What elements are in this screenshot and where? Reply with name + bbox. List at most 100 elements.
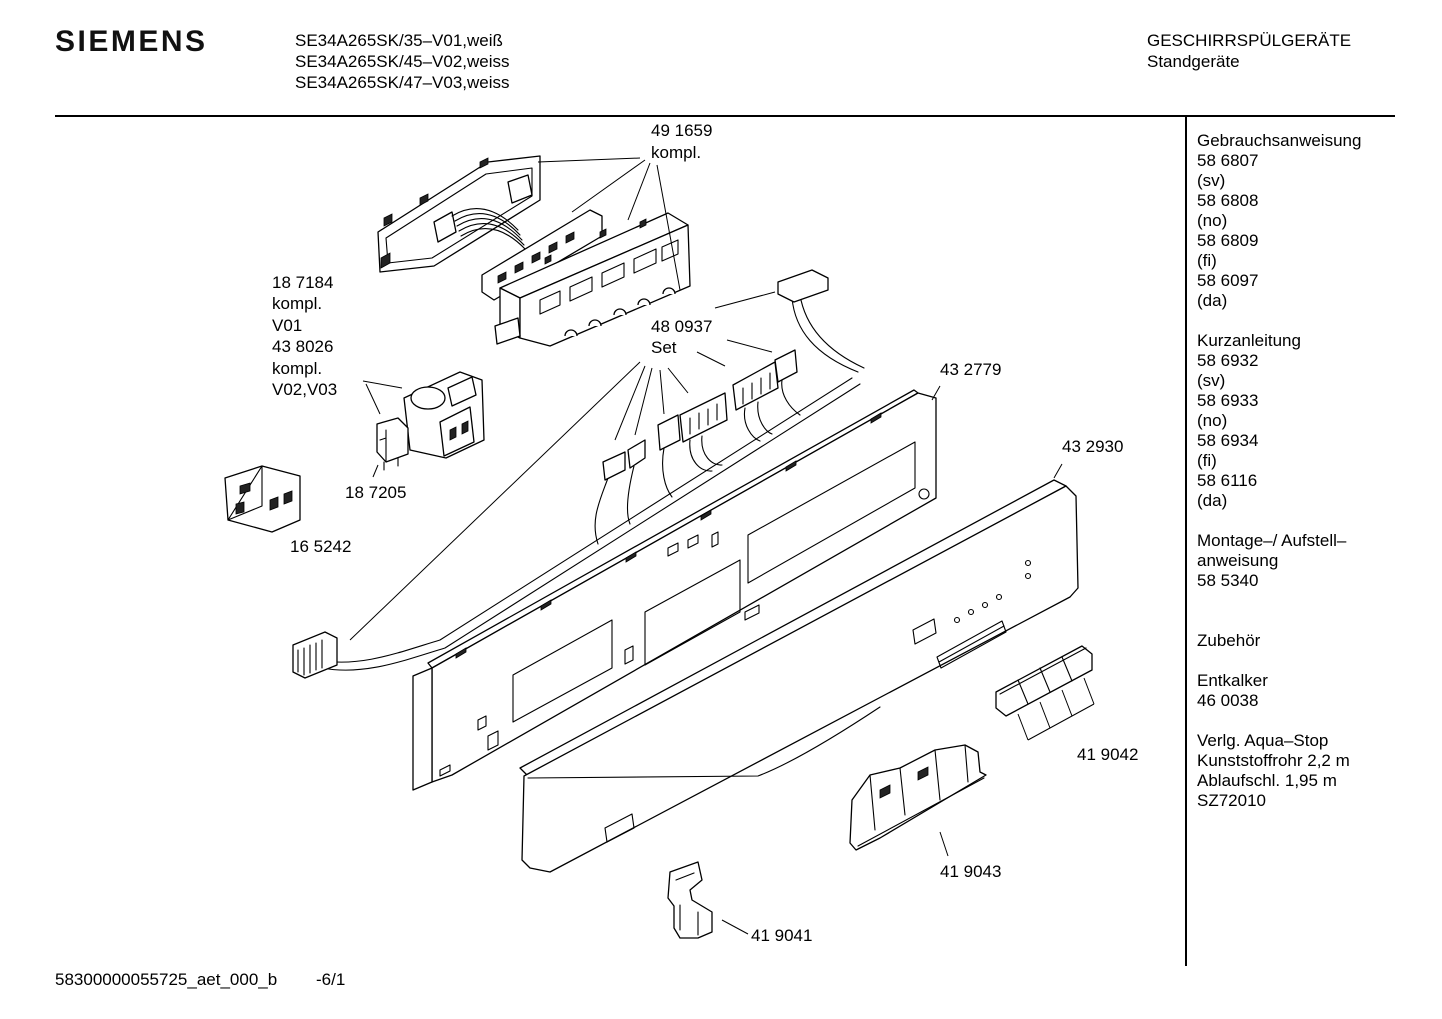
section-quick-guide: Kurzanleitung 58 6932 (sv) 58 6933 (no) … — [1197, 331, 1361, 511]
leader-43-2930 — [1053, 463, 1063, 479]
leader-48-0937 — [349, 291, 776, 641]
door-handle-part — [849, 744, 987, 851]
fascia-indicator-window — [912, 618, 937, 645]
relay-contact-housing — [439, 406, 475, 457]
part-number: 48 0937 — [651, 317, 713, 336]
relay-coil — [410, 386, 446, 410]
accessory-number: 46 0038 — [1197, 691, 1259, 710]
part-label-43-2779: 43 2779 — [940, 360, 1002, 379]
part-number: 18 7184 — [272, 273, 334, 292]
led-hole — [981, 601, 989, 609]
accessory-name: Entkalker — [1197, 671, 1268, 690]
led-hole — [1024, 572, 1032, 580]
handle-ribs — [857, 744, 985, 847]
model-line: SE34A265SK/35–V01,weiß — [295, 31, 503, 50]
part-label-41-9042: 41 9042 — [1077, 745, 1139, 764]
led-hole — [953, 616, 961, 624]
leader-18-7205 — [372, 464, 379, 478]
section-aqua-stop: Verlg. Aqua–Stop Kunststoffrohr 2,2 m Ab… — [1197, 731, 1361, 811]
page-number: -6/1 — [316, 970, 346, 989]
part-note: kompl. — [651, 143, 702, 162]
doc-number: 58 6097 — [1197, 271, 1259, 290]
part-variant: V02,V03 — [272, 380, 338, 400]
clip-details — [675, 872, 699, 936]
doc-number: 58 6934 — [1197, 431, 1259, 450]
section-title-cont: anweisung — [1197, 551, 1279, 570]
capacitor-body — [376, 417, 409, 463]
doc-language: (fi) — [1197, 451, 1217, 470]
leader-49-1659 — [537, 157, 681, 291]
part-note: Set — [651, 338, 677, 357]
doc-number: 58 5340 — [1197, 571, 1259, 590]
branch-wires — [594, 379, 801, 545]
panel-left-flange — [412, 667, 433, 791]
relay-assembly — [403, 371, 485, 459]
fascia-display-window — [604, 813, 635, 843]
panel-cutouts — [439, 531, 760, 777]
top-connector — [777, 269, 829, 303]
front-fascia — [519, 479, 1079, 873]
section-descaler: Entkalker 46 0038 — [1197, 671, 1361, 711]
relay-contacts — [449, 420, 469, 441]
panel-window — [644, 559, 741, 666]
doc-number: 58 6116 — [1197, 471, 1258, 490]
panel-tabs — [455, 412, 882, 659]
led-hole — [995, 593, 1003, 601]
accessory-spec: Ablaufschl. 1,95 m — [1197, 771, 1337, 790]
part-note: kompl. — [272, 358, 323, 378]
switch-edge — [227, 465, 263, 521]
circuit-board-chips — [497, 231, 575, 284]
panel-screw-hole — [918, 488, 930, 500]
doc-language: (fi) — [1197, 251, 1217, 270]
capacitor-part — [376, 417, 409, 471]
part-number: 49 1659 — [651, 121, 713, 140]
part-label-43-2930: 43 2930 — [1062, 437, 1124, 456]
panel-window — [512, 619, 613, 723]
small-connector — [627, 439, 646, 469]
inner-control-panel — [412, 389, 937, 791]
relay-terminal-block — [447, 376, 477, 407]
latch-clip-part — [667, 861, 713, 939]
accessory-name: Verlg. Aqua–Stop — [1197, 731, 1329, 750]
doc-number: 58 6807 — [1197, 151, 1259, 170]
doc-language: (da) — [1197, 291, 1228, 310]
document-id: 58300000055725_aet_000_b — [55, 970, 278, 989]
ribbon-connector — [433, 211, 457, 243]
part-label-16-5242: 16 5242 — [290, 537, 352, 556]
housing-transformer — [507, 174, 533, 204]
part-label-48-0937: 48 0937 Set — [651, 316, 712, 358]
documentation-list: Gebrauchsanweisung 58 6807 (sv) 58 6808 … — [1197, 131, 1361, 831]
fascia-led-holes — [953, 559, 1032, 624]
doc-number: 58 6808 — [1197, 191, 1259, 210]
leader-18-7184 — [362, 380, 403, 415]
part-label-41-9041: 41 9041 — [751, 926, 813, 945]
fascia-front-face — [521, 485, 1079, 873]
connector-ribs — [297, 639, 323, 676]
display-module-clips — [544, 218, 647, 265]
section-title: Montage–/ Aufstell– — [1197, 531, 1347, 550]
capacitor-pins — [379, 429, 399, 471]
ribbon-cable — [451, 208, 527, 251]
switch-terminals — [235, 482, 293, 515]
doc-language: (sv) — [1197, 371, 1226, 390]
part-label-18-7184: 18 7184 kompl. V01 43 8026 kompl. V02,V0… — [272, 272, 337, 400]
section-accessories: Zubehör — [1197, 631, 1361, 651]
small-connector — [774, 349, 798, 383]
push-button-block — [995, 645, 1095, 741]
leader-41-9043 — [939, 831, 949, 857]
bottom-connector — [292, 631, 338, 679]
connector-pins — [689, 372, 771, 435]
section-title: Kurzanleitung — [1197, 331, 1301, 350]
module-bracket — [494, 317, 521, 345]
fascia-slot-line — [938, 625, 1005, 663]
multi-pin-connector — [679, 392, 728, 443]
control-module-assembly — [377, 155, 691, 347]
leader-lines — [349, 157, 1063, 935]
doc-language: (sv) — [1197, 171, 1226, 190]
siemens-logo: SIEMENS — [55, 25, 208, 58]
housing-clips — [380, 157, 489, 269]
category-title: GESCHIRRSPÜLGERÄTE — [1147, 31, 1352, 50]
category-subtitle: Standgeräte — [1147, 52, 1240, 71]
small-connector — [602, 451, 626, 481]
